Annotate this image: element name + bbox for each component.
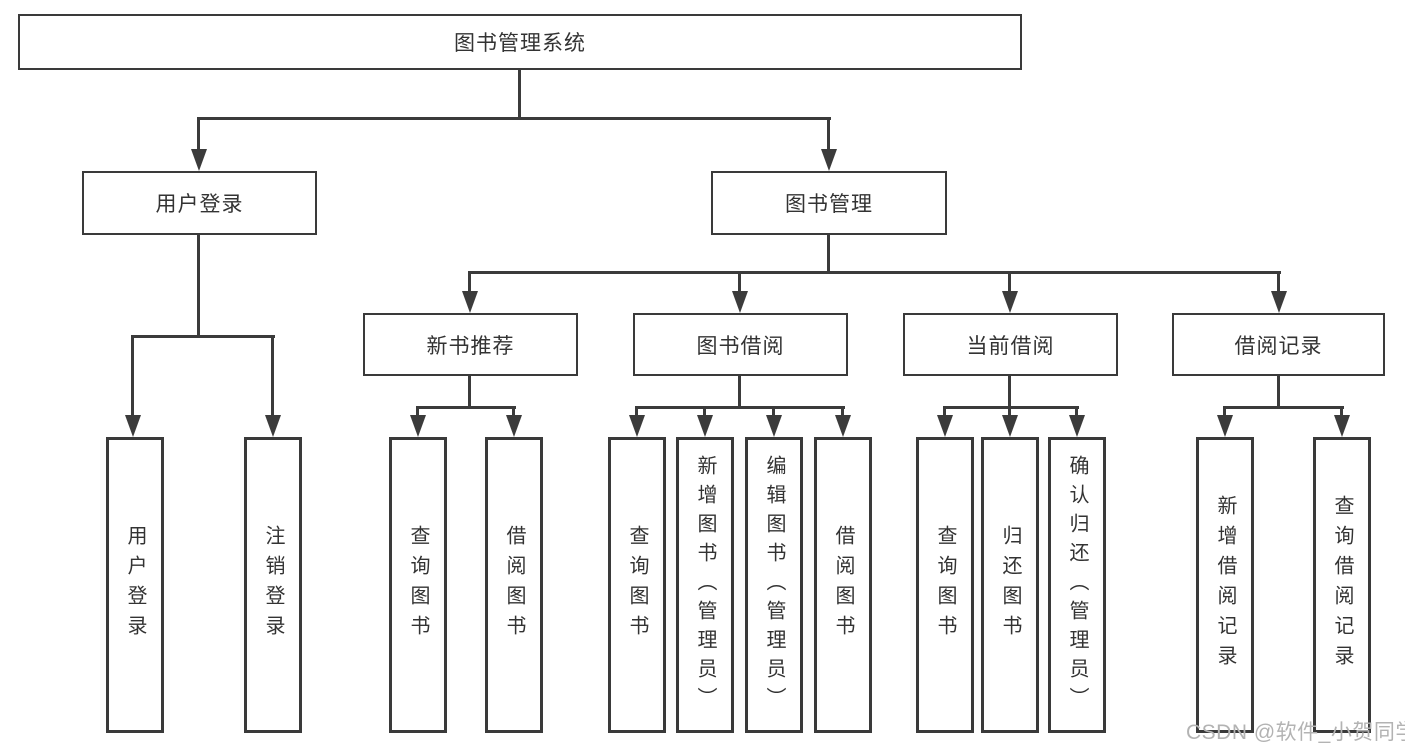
arrow-records-child-1 <box>1217 415 1233 437</box>
connector-borrow-child-4 <box>841 407 844 417</box>
arrow-recommend-child-1 <box>410 415 426 437</box>
leaf-logout: 注销登录 <box>244 437 302 733</box>
connector-to-user-login <box>197 119 200 151</box>
connector-recommend-child-2 <box>512 407 515 417</box>
node-user-login-label: 用户登录 <box>155 193 244 216</box>
arrow-recommend-child-2 <box>506 415 522 437</box>
leaf-records-query-record-label: 查询借阅记录 <box>1331 495 1353 675</box>
leaf-current-return-book: 归还图书 <box>981 437 1039 733</box>
node-borrow-records: 借阅记录 <box>1172 313 1385 376</box>
connector-to-current <box>1008 272 1011 293</box>
connector-level2-branch <box>197 117 831 120</box>
connector-user-login-stem <box>197 235 200 338</box>
arrow-to-login-leaf <box>125 415 141 437</box>
connector-to-borrow <box>738 272 741 293</box>
csdn-watermark: CSDN @软件_小贺同学 <box>1186 721 1405 744</box>
leaf-records-query-record: 查询借阅记录 <box>1313 437 1371 733</box>
node-root-system: 图书管理系统 <box>18 14 1022 70</box>
connector-current-child-3 <box>1075 407 1078 417</box>
leaf-records-add-record: 新增借阅记录 <box>1196 437 1254 733</box>
connector-records-stem <box>1277 376 1280 409</box>
leaf-current-return-book-label: 归还图书 <box>999 525 1021 645</box>
connector-to-logout-leaf <box>271 336 274 417</box>
connector-user-login-branch <box>131 335 275 338</box>
leaf-borrow-edit-book-admin: 编辑图书（管理员） <box>745 437 803 733</box>
connector-borrow-child-3 <box>772 407 775 417</box>
connector-to-records <box>1277 272 1280 293</box>
leaf-borrow-query-book-label: 查询图书 <box>626 525 648 645</box>
arrow-to-user-login <box>191 149 207 171</box>
leaf-recommend-query-book: 查询图书 <box>389 437 447 733</box>
leaf-current-confirm-return-admin: 确认归还（管理员） <box>1048 437 1106 733</box>
arrow-to-borrow <box>732 291 748 313</box>
leaf-user-login-label: 用户登录 <box>124 525 146 645</box>
node-book-mgmt-label: 图书管理 <box>785 193 873 216</box>
connector-current-branch <box>943 406 1079 409</box>
arrow-current-child-3 <box>1069 415 1085 437</box>
leaf-logout-label: 注销登录 <box>262 525 284 645</box>
leaf-recommend-borrow-book: 借阅图书 <box>485 437 543 733</box>
leaf-borrow-edit-book-admin-label: 编辑图书（管理员） <box>763 454 785 716</box>
node-book-borrow: 图书借阅 <box>633 313 848 376</box>
connector-current-child-1 <box>943 407 946 417</box>
connector-to-login-leaf <box>131 336 134 417</box>
node-borrow-records-label: 借阅记录 <box>1234 334 1323 358</box>
connector-current-stem <box>1008 376 1011 409</box>
arrow-to-current <box>1002 291 1018 313</box>
connector-recommend-branch <box>416 406 516 409</box>
connector-records-child-1 <box>1223 407 1226 417</box>
node-current-borrow: 当前借阅 <box>903 313 1118 376</box>
connector-records-child-2 <box>1340 407 1343 417</box>
connector-borrow-child-2 <box>703 407 706 417</box>
node-user-login: 用户登录 <box>82 171 317 235</box>
leaf-current-query-book: 查询图书 <box>916 437 974 733</box>
node-current-borrow-label: 当前借阅 <box>966 334 1055 358</box>
arrow-to-recommend <box>462 291 478 313</box>
arrow-to-records <box>1271 291 1287 313</box>
leaf-borrow-add-book-admin: 新增图书（管理员） <box>676 437 734 733</box>
leaf-borrow-borrow-book: 借阅图书 <box>814 437 872 733</box>
arrow-current-child-2 <box>1002 415 1018 437</box>
connector-records-branch <box>1223 406 1344 409</box>
leaf-borrow-borrow-book-label: 借阅图书 <box>832 525 854 645</box>
connector-borrow-branch <box>635 406 845 409</box>
connector-borrow-stem <box>738 376 741 409</box>
leaf-user-login: 用户登录 <box>106 437 164 733</box>
arrow-records-child-2 <box>1334 415 1350 437</box>
leaf-records-add-record-label: 新增借阅记录 <box>1214 495 1236 675</box>
leaf-recommend-query-book-label: 查询图书 <box>407 525 429 645</box>
node-new-book-recommend-label: 新书推荐 <box>426 334 515 358</box>
connector-recommend-stem <box>468 376 471 409</box>
node-new-book-recommend: 新书推荐 <box>363 313 578 376</box>
arrow-borrow-child-4 <box>835 415 851 437</box>
node-book-mgmt: 图书管理 <box>711 171 947 235</box>
connector-to-book-mgmt <box>827 119 830 151</box>
arrow-current-child-1 <box>937 415 953 437</box>
connector-borrow-child-1 <box>635 407 638 417</box>
arrow-to-book-mgmt <box>821 149 837 171</box>
connector-recommend-child-1 <box>416 407 419 417</box>
arrow-borrow-child-3 <box>766 415 782 437</box>
connector-book-mgmt-stem <box>827 235 830 274</box>
connector-level3-branch <box>468 271 1281 274</box>
connector-root-stem <box>518 70 521 119</box>
node-root-label: 图书管理系统 <box>454 32 586 55</box>
arrow-to-logout-leaf <box>265 415 281 437</box>
node-book-borrow-label: 图书借阅 <box>696 334 785 358</box>
arrow-borrow-child-1 <box>629 415 645 437</box>
arrow-borrow-child-2 <box>697 415 713 437</box>
leaf-borrow-query-book: 查询图书 <box>608 437 666 733</box>
leaf-current-confirm-return-admin-label: 确认归还（管理员） <box>1066 454 1088 716</box>
leaf-recommend-borrow-book-label: 借阅图书 <box>503 525 525 645</box>
connector-current-child-2 <box>1008 407 1011 417</box>
connector-to-recommend <box>468 272 471 293</box>
leaf-borrow-add-book-admin-label: 新增图书（管理员） <box>694 454 716 716</box>
leaf-current-query-book-label: 查询图书 <box>934 525 956 645</box>
